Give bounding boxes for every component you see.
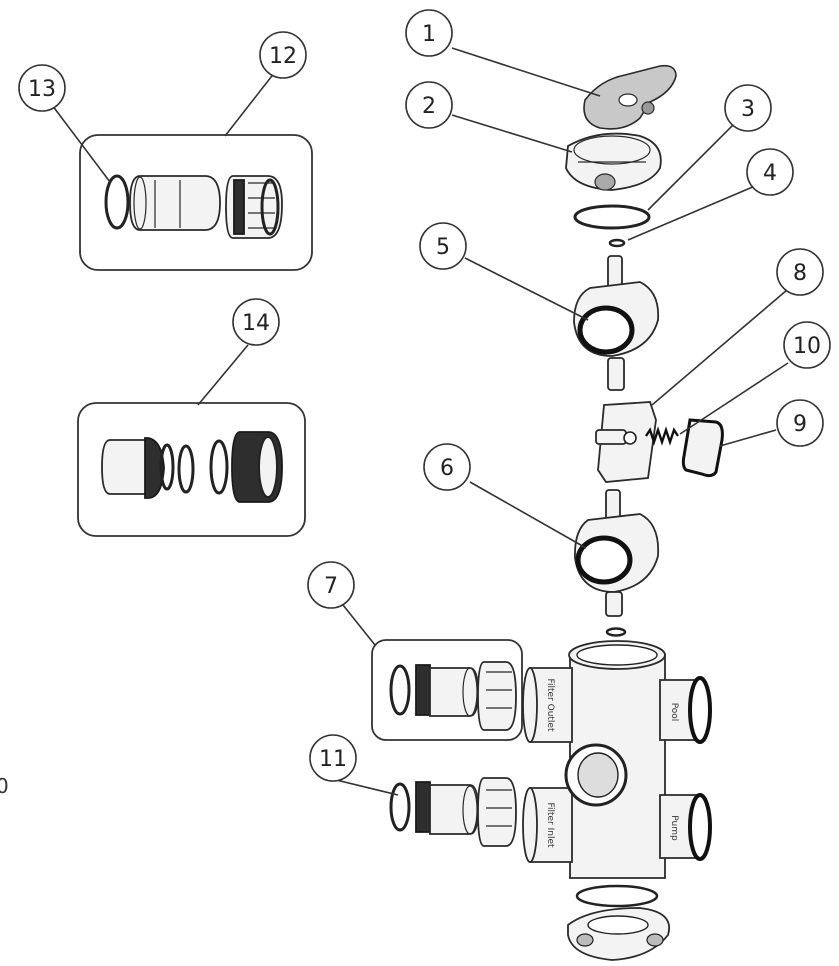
callout-13: 13 — [18, 64, 66, 112]
callout-5-number: 5 — [436, 235, 450, 260]
callout-10: 10 — [783, 321, 831, 369]
callout-7-number: 7 — [324, 574, 338, 599]
kit-14-parts — [101, 431, 283, 503]
stem-o-ring-part — [608, 238, 626, 248]
callout-2: 2 — [405, 81, 453, 129]
body-o-ring-part — [605, 627, 627, 637]
callout-1: 1 — [405, 9, 453, 57]
callout-3-number: 3 — [741, 97, 755, 122]
callout-13-number: 13 — [28, 77, 56, 102]
handle-part — [583, 64, 677, 130]
callout-14: 14 — [232, 298, 280, 346]
callout-5: 5 — [419, 222, 467, 270]
filter-outlet-label: Filter Outlet — [545, 678, 555, 732]
callout-12-number: 12 — [269, 44, 297, 69]
callout-11-number: 11 — [319, 747, 347, 772]
callout-4-number: 4 — [763, 161, 777, 186]
kit-12-parts — [104, 174, 283, 239]
callout-4: 4 — [746, 148, 794, 196]
cover-part — [565, 132, 662, 191]
callout-10-number: 10 — [793, 334, 821, 359]
callout-8: 8 — [776, 248, 824, 296]
callout-1-number: 1 — [422, 22, 436, 47]
pool-port-label: Pool — [669, 703, 679, 722]
stem-block-part — [595, 401, 657, 483]
callout-9-number: 9 — [793, 412, 807, 437]
leader-lines — [51, 47, 789, 796]
callout-11: 11 — [309, 734, 357, 782]
kit-11-parts — [389, 777, 517, 847]
callout-12: 12 — [259, 31, 307, 79]
callout-7: 7 — [307, 561, 355, 609]
kit-7-parts — [389, 661, 517, 731]
callout-9: 9 — [776, 399, 824, 447]
callout-14-number: 14 — [242, 311, 270, 336]
callout-6: 6 — [423, 443, 471, 491]
base-part — [567, 884, 670, 961]
pump-port-label: Pump — [669, 815, 679, 841]
callout-2-number: 2 — [422, 94, 436, 119]
callout-6-number: 6 — [440, 456, 454, 481]
callout-3: 3 — [724, 84, 772, 132]
kit-7-panel — [371, 639, 523, 741]
callout-8-number: 8 — [793, 261, 807, 286]
valve-body-part — [522, 640, 712, 879]
lower-rotor-part — [574, 489, 660, 617]
kit-12-panel — [79, 134, 313, 271]
filter-inlet-label: Filter Inlet — [545, 802, 555, 848]
edge-fragment-text: 0 — [0, 774, 9, 798]
spring-part — [645, 426, 679, 446]
cover-gasket-part — [573, 204, 651, 230]
kit-14-panel — [77, 402, 306, 537]
upper-rotor-part — [573, 255, 660, 391]
retaining-clip-part — [681, 418, 724, 478]
